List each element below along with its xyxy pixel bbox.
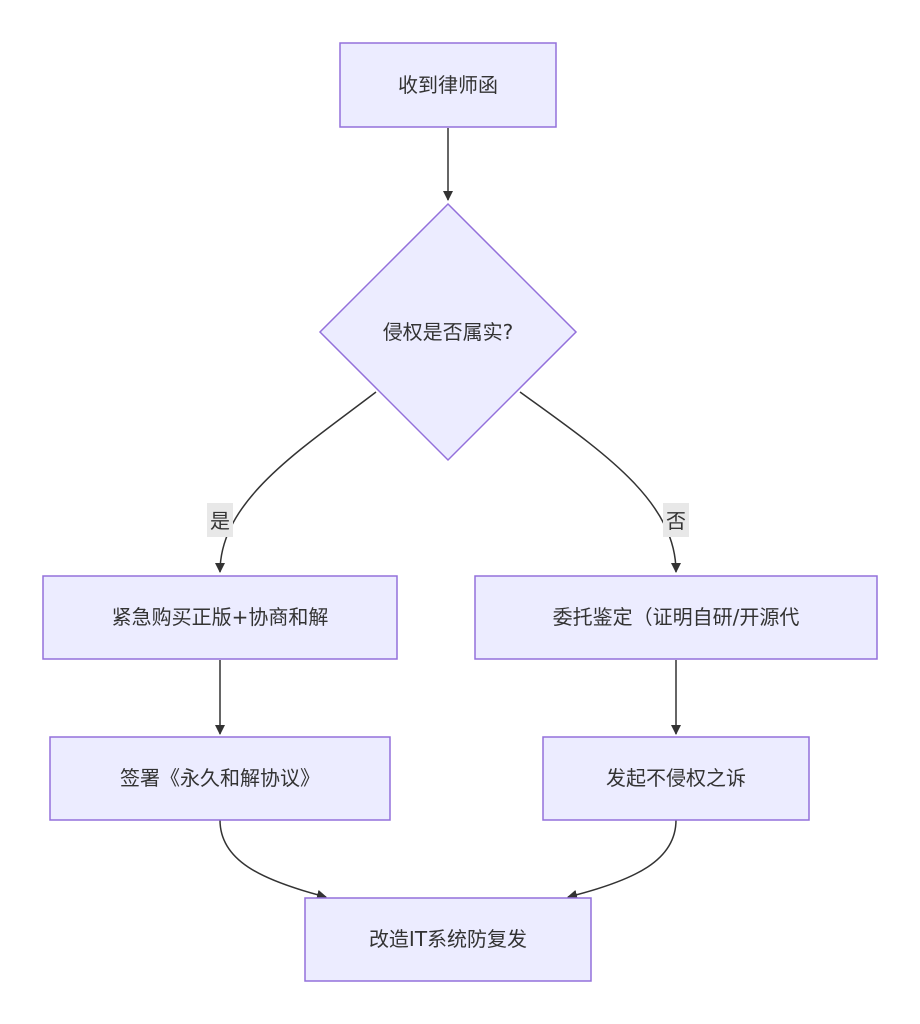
node-yes-step2[interactable]: 签署《永久和解协议》 xyxy=(49,736,391,821)
edge-label-yes-text: 是 xyxy=(210,509,230,533)
node-end[interactable]: 改造IT系统防复发 xyxy=(304,897,592,982)
edge-decision-to-yes xyxy=(215,391,377,573)
node-no-step2-box xyxy=(542,736,810,821)
node-yes-step2-label: 签署《永久和解协议》 xyxy=(120,766,320,790)
node-end-box xyxy=(304,897,592,982)
node-end-label: 改造IT系统防复发 xyxy=(369,927,527,951)
edge-no2-to-end xyxy=(567,819,677,900)
node-start[interactable]: 收到律师函 xyxy=(339,42,557,128)
node-decision-label: 侵权是否属实? xyxy=(383,320,514,344)
edge-label-yes: 是 xyxy=(207,503,233,537)
node-no-step2[interactable]: 发起不侵权之诉 xyxy=(542,736,810,821)
edge-label-no: 否 xyxy=(663,503,689,537)
node-decision-diamond xyxy=(318,202,578,462)
edge-label-yes-bg xyxy=(207,503,233,537)
node-no-step1-box xyxy=(474,575,878,660)
node-start-box xyxy=(339,42,557,128)
node-yes-step1-box xyxy=(42,575,398,660)
node-yes-step1[interactable]: 紧急购买正版+协商和解 xyxy=(42,575,398,660)
edge-decision-to-no xyxy=(519,391,681,573)
node-no-step1[interactable]: 委托鉴定（证明自研/开源代 xyxy=(474,575,878,660)
edge-label-no-bg xyxy=(663,503,689,537)
node-start-label: 收到律师函 xyxy=(398,73,498,97)
node-decision[interactable]: 侵权是否属实? xyxy=(318,202,578,462)
edges xyxy=(215,128,681,900)
node-yes-step2-box xyxy=(49,736,391,821)
edge-label-no-text: 否 xyxy=(666,509,686,533)
node-no-step1-label: 委托鉴定（证明自研/开源代 xyxy=(553,605,800,629)
edge-yes2-to-end xyxy=(219,819,327,900)
node-no-step2-label: 发起不侵权之诉 xyxy=(606,766,746,790)
node-yes-step1-label: 紧急购买正版+协商和解 xyxy=(112,605,329,629)
